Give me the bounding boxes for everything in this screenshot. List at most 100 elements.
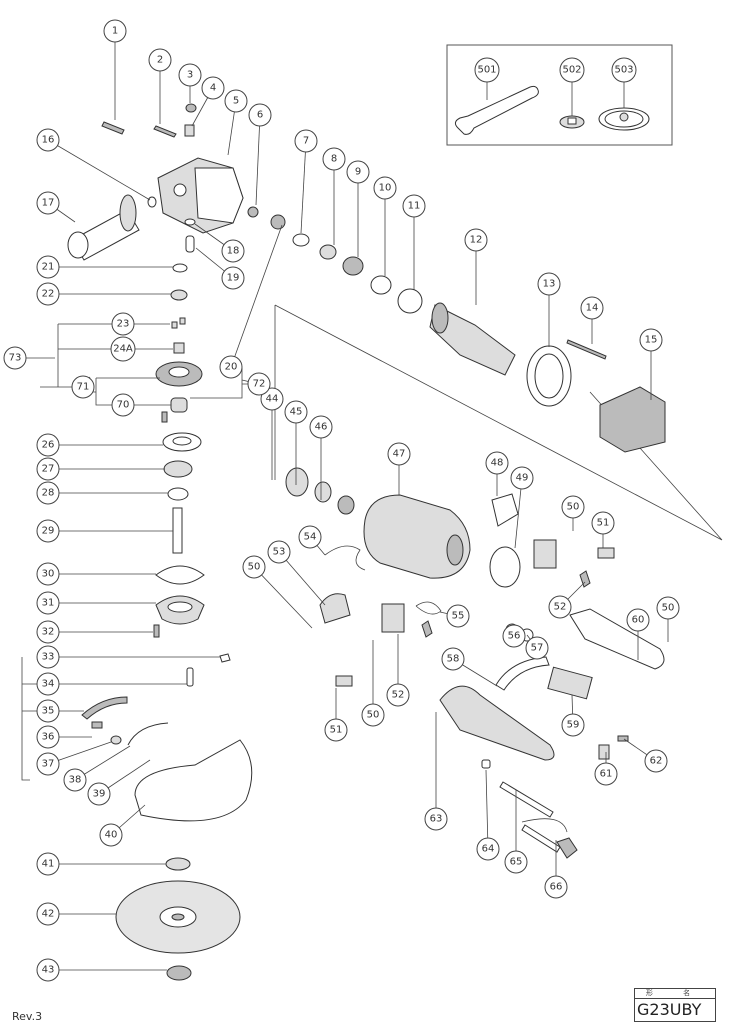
part-54-insulator bbox=[324, 545, 366, 571]
part-70-sleeve bbox=[170, 397, 188, 413]
callout-label: 53 bbox=[273, 547, 286, 558]
callout-47: 47 bbox=[387, 442, 411, 466]
callout-36: 36 bbox=[36, 725, 60, 749]
part-brush-holder-upper bbox=[533, 539, 557, 569]
part-49-ring bbox=[489, 546, 521, 588]
callout-30: 30 bbox=[36, 562, 60, 586]
callout-24A: 24A bbox=[110, 336, 136, 362]
callout-50: 50 bbox=[361, 703, 385, 727]
callout-circle bbox=[36, 958, 60, 982]
callout-21: 21 bbox=[36, 255, 60, 279]
part-59-switch bbox=[547, 666, 593, 700]
callout-40: 40 bbox=[99, 823, 123, 847]
part-51-brush-lower bbox=[335, 675, 353, 687]
callout-label: 14 bbox=[586, 303, 599, 314]
callout-label: 15 bbox=[645, 335, 658, 346]
callout-circle bbox=[561, 713, 585, 737]
callout-label: 49 bbox=[516, 473, 529, 484]
part-51-brush-upper bbox=[597, 547, 615, 559]
callout-label: 38 bbox=[69, 775, 82, 786]
callout-circle bbox=[36, 699, 60, 723]
callout-circle bbox=[611, 57, 637, 83]
leader-line-49 bbox=[514, 477, 523, 549]
callout-16: 16 bbox=[36, 128, 60, 152]
callout-circle bbox=[309, 415, 333, 439]
callout-53: 53 bbox=[267, 540, 291, 564]
part-40-wheel-guard bbox=[134, 739, 253, 822]
callout-circle bbox=[626, 608, 650, 632]
part-23-keys bbox=[171, 317, 186, 329]
callout-circle bbox=[36, 255, 60, 279]
part-503-wheel-washer bbox=[598, 107, 650, 131]
callout-15: 15 bbox=[639, 328, 663, 352]
callout-label: 37 bbox=[42, 759, 55, 770]
callout-label: 30 bbox=[42, 569, 55, 580]
callout-label: 29 bbox=[42, 526, 55, 537]
callout-label: 50 bbox=[367, 710, 380, 721]
part-21-clip bbox=[172, 263, 188, 273]
callout-label: 73 bbox=[9, 353, 22, 364]
leader-line-53 bbox=[278, 551, 326, 606]
callout-58: 58 bbox=[441, 647, 465, 671]
callout-28: 28 bbox=[36, 481, 60, 505]
leader-line-7 bbox=[300, 140, 307, 234]
part-41-flange bbox=[165, 857, 191, 871]
part-19-pin bbox=[185, 235, 195, 253]
part-36-bolt bbox=[91, 721, 103, 729]
callout-63: 63 bbox=[424, 807, 448, 831]
callout-circle bbox=[148, 48, 172, 72]
callout-label: 7 bbox=[303, 136, 309, 147]
callout-circle bbox=[260, 387, 284, 411]
part-30-gasket bbox=[155, 565, 205, 585]
callout-circle bbox=[36, 481, 60, 505]
callout-label: 52 bbox=[392, 690, 405, 701]
callout-label: 39 bbox=[93, 789, 106, 800]
callout-48: 48 bbox=[485, 451, 509, 475]
callout-50: 50 bbox=[656, 596, 680, 620]
part-46-bearing bbox=[337, 495, 355, 515]
callout-label: 50 bbox=[248, 562, 261, 573]
callout-label: 35 bbox=[42, 706, 55, 717]
callout-label: 43 bbox=[42, 965, 55, 976]
callout-circle bbox=[446, 604, 470, 628]
part-9-bearing bbox=[342, 256, 364, 276]
callout-66: 66 bbox=[544, 875, 568, 899]
part-47-housing bbox=[363, 494, 471, 579]
callout-label: 71 bbox=[77, 382, 90, 393]
callout-circle bbox=[201, 76, 225, 100]
callout-52: 52 bbox=[548, 595, 572, 619]
callout-circle bbox=[464, 228, 488, 252]
callout-50: 50 bbox=[561, 495, 585, 519]
callout-circle bbox=[221, 266, 245, 290]
callout-label: 60 bbox=[632, 615, 645, 626]
callout-label: 70 bbox=[117, 400, 130, 411]
callout-65: 65 bbox=[504, 850, 528, 874]
callout-circle bbox=[324, 718, 348, 742]
callout-49: 49 bbox=[510, 466, 534, 490]
callout-32: 32 bbox=[36, 620, 60, 644]
callout-label: 63 bbox=[430, 814, 443, 825]
part-29-spindle bbox=[172, 507, 183, 554]
callout-51: 51 bbox=[591, 511, 615, 535]
part-52-spring-upper bbox=[579, 570, 591, 588]
callout-label: 28 bbox=[42, 488, 55, 499]
callout-label: 44 bbox=[266, 394, 279, 405]
part-43-nut bbox=[166, 965, 192, 981]
callout-circle bbox=[224, 89, 248, 113]
callout-23: 23 bbox=[111, 312, 135, 336]
part-screw-small bbox=[161, 411, 168, 423]
callout-circle bbox=[580, 296, 604, 320]
callout-label: 64 bbox=[482, 844, 495, 855]
part-63-handle bbox=[439, 685, 555, 761]
callout-5: 5 bbox=[224, 89, 248, 113]
callout-1: 1 bbox=[103, 19, 127, 43]
part-66-power-cord-plug bbox=[521, 818, 578, 859]
callout-label: 13 bbox=[543, 279, 556, 290]
callout-17: 17 bbox=[36, 191, 60, 215]
callout-label: 27 bbox=[42, 464, 55, 475]
callout-502: 502 bbox=[559, 57, 585, 83]
part-61-clamp bbox=[598, 744, 610, 760]
leader-line-16 bbox=[47, 139, 151, 201]
callout-circle bbox=[221, 239, 245, 263]
